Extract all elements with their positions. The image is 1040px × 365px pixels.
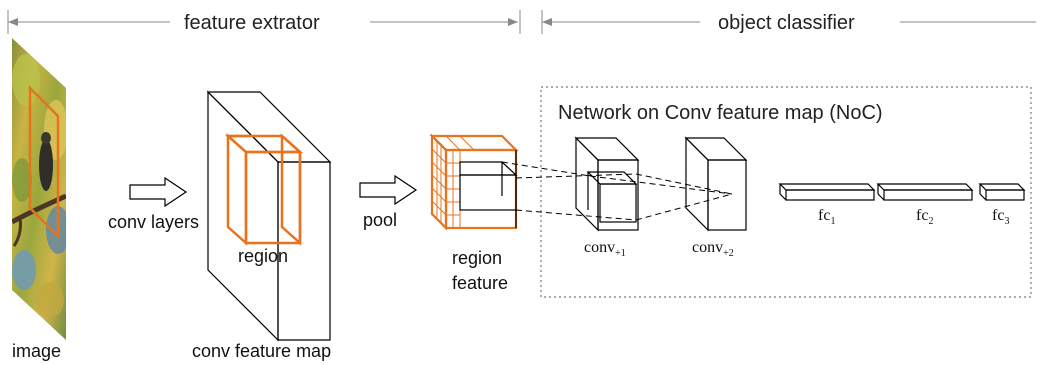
region-label: region	[238, 246, 288, 266]
header-object-classifier: object classifier	[541, 10, 1036, 34]
fc2-layer	[876, 183, 974, 201]
bird-shape	[39, 139, 53, 191]
conv-plus2-label: conv+2	[692, 239, 734, 259]
fc2-label: fc2	[916, 207, 933, 227]
fc1-label: fc1	[818, 207, 835, 227]
image-label: image	[12, 341, 61, 361]
image-region-box	[28, 84, 60, 240]
pool-arrow	[359, 174, 418, 206]
feature-extractor-label: feature extrator	[184, 12, 320, 34]
fc3-layer	[978, 183, 1026, 201]
pool-label: pool	[363, 210, 397, 230]
conv-feature-map-label: conv feature map	[192, 341, 331, 361]
conv-plus1-label: conv+1	[584, 239, 626, 259]
region-feature-cube	[429, 133, 519, 231]
conv-plus1-block	[574, 136, 640, 232]
projection-lines	[501, 161, 733, 221]
object-classifier-label: object classifier	[718, 12, 855, 34]
noc-title: Network on Conv feature map (NoC)	[558, 102, 883, 124]
region-feature-label-line2: feature	[452, 273, 508, 293]
region-feature-label-line1: region	[452, 248, 502, 268]
fc3-label: fc3	[992, 207, 1009, 227]
fc1-layer	[778, 183, 876, 201]
input-image	[12, 38, 66, 340]
conv-feature-map-slab	[206, 90, 332, 342]
conv-layers-arrow	[129, 176, 188, 208]
noc-dotted-box	[540, 86, 1032, 298]
conv-region-box	[224, 133, 304, 246]
header-feature-extractor: feature extrator	[7, 10, 521, 34]
conv-layers-label: conv layers	[108, 212, 199, 232]
conv-plus2-block	[684, 136, 748, 232]
